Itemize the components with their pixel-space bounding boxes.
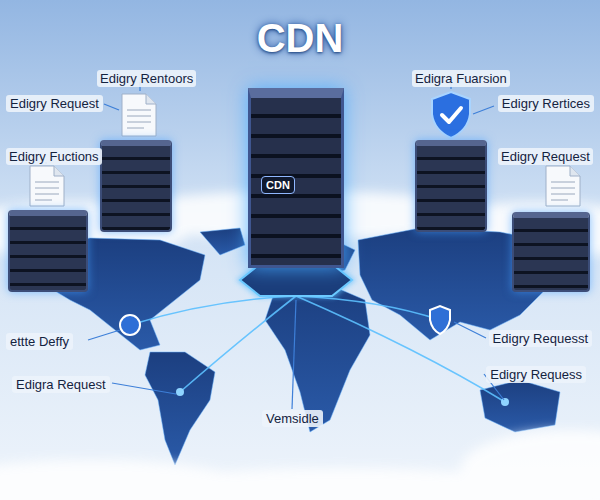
leader-line bbox=[112, 383, 176, 394]
network-connector bbox=[172, 185, 248, 188]
location-dot bbox=[501, 398, 509, 406]
leader-line bbox=[104, 104, 119, 110]
network-line bbox=[180, 296, 296, 392]
callout-label: Edigry Requesst bbox=[489, 330, 592, 347]
diagram-title: CDN bbox=[0, 16, 600, 61]
network-connector bbox=[344, 239, 512, 242]
server-label: Edigry Fuctions bbox=[6, 148, 102, 165]
callout-label: Edigry Requess bbox=[486, 366, 586, 383]
edge-server: Edigry Fuctions bbox=[8, 210, 88, 292]
clouds-bottom bbox=[0, 430, 600, 500]
location-marker bbox=[120, 315, 140, 335]
document-sheet bbox=[546, 166, 580, 206]
document-icon bbox=[30, 166, 64, 206]
callout-label: Edigra Request bbox=[12, 376, 110, 393]
server-label: Edigry Rentoors bbox=[97, 70, 196, 87]
australia bbox=[480, 380, 560, 432]
leader-line bbox=[292, 300, 296, 409]
edge-server: Edigra Fuarsion bbox=[415, 140, 487, 232]
callout-label: Edigry Rertices bbox=[498, 95, 594, 112]
edge-server: Edigry Request bbox=[512, 212, 590, 292]
check-mark bbox=[442, 108, 461, 122]
document-sheet bbox=[122, 94, 156, 136]
document-icon bbox=[546, 166, 580, 206]
leader-lines bbox=[46, 82, 560, 409]
edge-server: Edigry Rentoors bbox=[100, 140, 172, 232]
leader-line bbox=[454, 322, 486, 338]
leader-line bbox=[88, 330, 120, 340]
greenland bbox=[200, 228, 245, 255]
server-badge: CDN bbox=[261, 176, 295, 194]
map-network-lines bbox=[130, 296, 505, 402]
security-shield-icon bbox=[432, 92, 470, 138]
network-line bbox=[130, 296, 296, 325]
callout-label: Edigry Request bbox=[6, 95, 103, 112]
document-lines bbox=[551, 182, 575, 200]
document-icon bbox=[122, 94, 156, 136]
shield-marker bbox=[430, 306, 450, 334]
cdn-server: CDN bbox=[248, 88, 344, 268]
network-line bbox=[296, 296, 440, 320]
location-dot bbox=[176, 388, 184, 396]
document-lines bbox=[127, 110, 151, 128]
leader-line bbox=[473, 106, 494, 114]
shield bbox=[432, 92, 470, 138]
server-platform bbox=[240, 264, 352, 296]
document-lines bbox=[35, 182, 59, 200]
network-connector bbox=[344, 185, 415, 188]
cloud bbox=[460, 430, 600, 500]
callout-label: Vemsidle bbox=[262, 410, 323, 427]
document-sheet bbox=[30, 166, 64, 206]
server-label: Edigra Fuarsion bbox=[412, 70, 510, 87]
map-markers bbox=[120, 306, 509, 406]
network-connector bbox=[88, 238, 248, 241]
document-fold bbox=[570, 166, 580, 176]
server-label: Edigry Request bbox=[498, 148, 593, 165]
document-fold bbox=[54, 166, 64, 176]
network-line bbox=[296, 296, 505, 402]
callout-label: ettte Deffy bbox=[6, 333, 73, 350]
document-fold bbox=[146, 94, 156, 104]
south-america bbox=[145, 352, 215, 465]
